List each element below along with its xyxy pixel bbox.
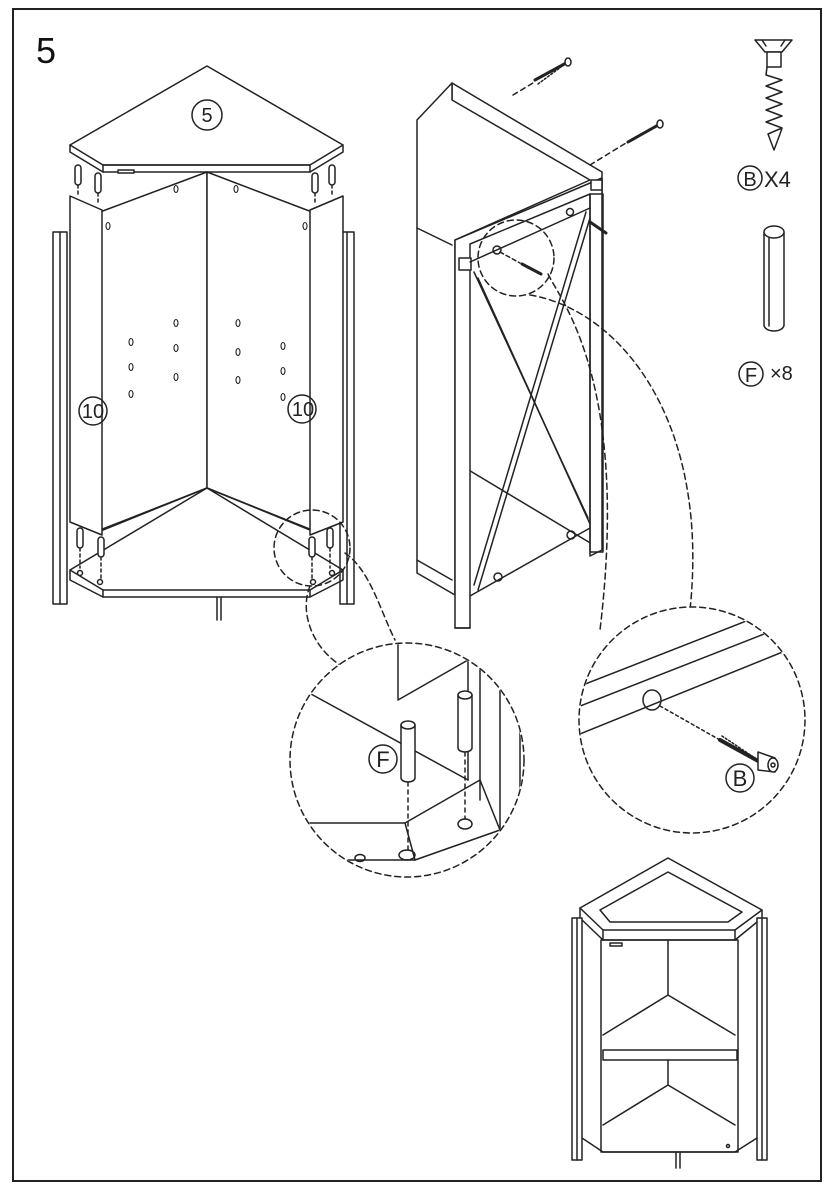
side-panel-right-label: 10 [292, 399, 314, 421]
side-panel-left: 10 [69, 195, 108, 536]
part-f-qty: ×8 [770, 363, 793, 385]
screws [499, 57, 664, 276]
part-b-id: B [743, 169, 756, 191]
top-panel-label: 5 [201, 105, 212, 127]
lower-dowels [76, 527, 334, 579]
finished-cabinet [571, 857, 768, 1169]
part-f-id: F [745, 365, 757, 387]
parts-list: B X4 F ×8 [737, 39, 793, 387]
upper-dowels [74, 164, 336, 206]
page-border [12, 8, 822, 1182]
step-number: 5 [36, 30, 57, 71]
screw-callout-label: B [733, 766, 748, 791]
dowel-callout-label: F [376, 747, 389, 772]
dowel-detail-callout: F [289, 552, 525, 878]
dowel-f-icon [763, 225, 785, 332]
bottom-panel [69, 487, 344, 621]
exploded-cabinet-view: 5 10 [52, 65, 355, 621]
panel-holes [105, 184, 308, 402]
side-panel-left-label: 10 [82, 401, 104, 423]
side-panel-right: 10 [287, 195, 344, 536]
side-cabinet-view [416, 57, 694, 631]
screw-detail-callout: B [578, 606, 806, 834]
part-b-qty: X4 [764, 167, 791, 192]
callout-marker-right [477, 219, 555, 297]
screw-b-icon [754, 39, 793, 151]
back-panels [99, 171, 313, 531]
callout-marker-left [273, 509, 351, 587]
top-panel-5: 5 [69, 65, 344, 174]
